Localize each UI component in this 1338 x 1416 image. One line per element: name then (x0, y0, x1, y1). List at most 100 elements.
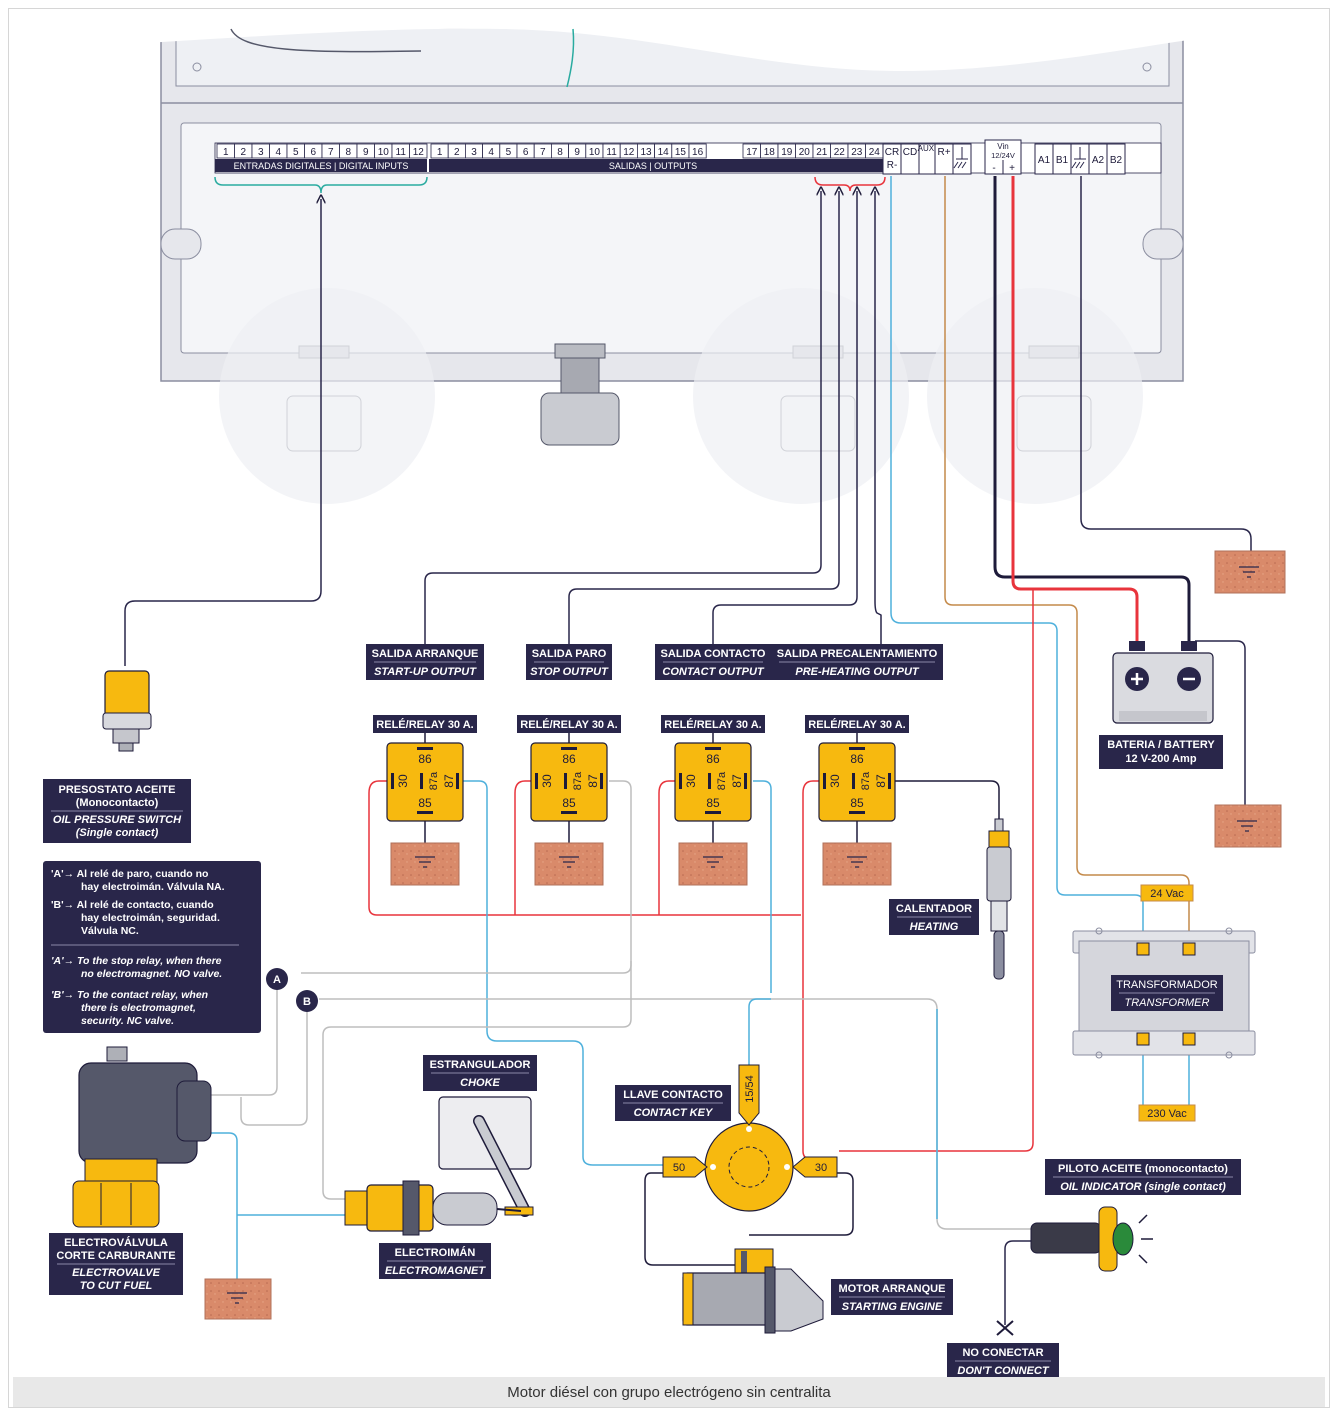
relay-output-subtitle: STOP OUTPUT (530, 666, 609, 678)
diagram-caption: Motor diésel con grupo electrógeno sin c… (507, 1383, 831, 1401)
relay-pin-85: 85 (706, 796, 720, 810)
terminal-a1: A1 (1038, 155, 1051, 166)
choke-label: ESTRANGULADOR CHOKE (423, 1055, 537, 1091)
no-connect-title: NO CONECTAR (962, 1347, 1043, 1359)
relay-pin-87a: 87a (716, 771, 728, 790)
starter-label: MOTOR ARRANQUE STARTING ENGINE (831, 1279, 953, 1315)
electrovalve-title-en-1: ELECTROVALVE (72, 1267, 160, 1279)
ground-icon (415, 856, 435, 868)
outputs-label: SALIDAS | OUTPUTS (609, 161, 697, 171)
notes-box: 'A'→ Al relé de paro, cuando no hay elec… (43, 861, 261, 1033)
terminal-vin-range: 12/24V (991, 151, 1015, 160)
relay-pin-30: 30 (540, 774, 554, 788)
relay-rating: RELÉ/RELAY 30 A. (376, 718, 473, 731)
wires (124, 176, 1252, 1325)
oil-switch-type-en: (Single contact) (76, 827, 159, 839)
oil-indicator-subtitle: OIL INDICATOR (single contact) (1060, 1181, 1226, 1193)
terminal-number: 10 (589, 147, 601, 158)
relay-output-title: SALIDA CONTACTO (661, 648, 766, 660)
note-b-en-3: security. NC valve. (81, 1015, 174, 1027)
terminal-b1: B1 (1056, 155, 1069, 166)
relay-pin-30: 30 (396, 774, 410, 788)
electrovalve-title-en-2: TO CUT FUEL (80, 1280, 153, 1292)
transformer-subtitle: TRANSFORMER (1125, 997, 1210, 1009)
relay-pin-87: 87 (586, 774, 600, 788)
terminal-number: 4 (488, 147, 494, 158)
note-b-es-3: Válvula NC. (81, 925, 139, 937)
ground-electrovalve (204, 1278, 272, 1320)
electrovalve (72, 1046, 212, 1228)
battery-title: BATERIA / BATTERY (1107, 739, 1215, 751)
terminal-number: 9 (363, 147, 369, 158)
relay-ground (534, 842, 604, 886)
relay-ground (678, 842, 748, 886)
key-pin-15-54: 15/54 (744, 1075, 756, 1103)
relay-3: SALIDA CONTACTO CONTACT OUTPUT RELÉ/RELAY … (655, 644, 771, 886)
relay-output-title: SALIDA PRECALENTAMIENTO (777, 648, 938, 660)
terminal-number: 7 (540, 147, 546, 158)
terminal-number: 13 (640, 147, 652, 158)
electrovalve-title-2: CORTE CARBURANTE (56, 1250, 175, 1262)
terminal-number: 14 (658, 147, 670, 158)
transformer-title: TRANSFORMADOR (1116, 979, 1218, 991)
relay-rating-label (373, 715, 477, 733)
starter-motor (682, 1248, 824, 1334)
note-a-es-2: hay electroimán. Válvula NA. (81, 881, 225, 893)
relay-output-subtitle: CONTACT OUTPUT (662, 666, 765, 678)
electromagnet-label: ELECTROIMÁN ELECTROMAGNET (379, 1243, 491, 1279)
no-connect: NO CONECTAR DON'T CONNECT (947, 1320, 1059, 1379)
relay-rating-label (517, 715, 621, 733)
terminal-number: 3 (258, 147, 264, 158)
terminal-number: 19 (781, 147, 793, 158)
battery-label: BATERIA / BATTERY 12 V-200 Amp (1099, 735, 1223, 769)
terminal-number: 12 (623, 147, 635, 158)
terminal-a2: A2 (1092, 155, 1105, 166)
terminal-number: 1 (223, 147, 229, 158)
terminal-number: 15 (675, 147, 687, 158)
key-pin-30: 30 (815, 1162, 827, 1174)
relay-rating: RELÉ/RELAY 30 A. (664, 718, 761, 731)
electrovalve-title-1: ELECTROVÁLVULA (64, 1236, 168, 1249)
terminal-number: 11 (606, 147, 617, 158)
transformer-output: 24 Vac (1150, 888, 1184, 900)
transformer-input: 230 Vac (1147, 1108, 1187, 1120)
terminal-vin: Vin (997, 142, 1008, 151)
contact-key-label: LLAVE CONTACTO CONTACT KEY (615, 1085, 731, 1121)
choke-title: ESTRANGULADOR (430, 1059, 531, 1071)
relay-pin-85: 85 (850, 796, 864, 810)
terminal-number: 1 (437, 147, 443, 158)
marker-a: A (266, 968, 288, 990)
terminal-box (688, 143, 707, 159)
ground-terminal-icon (1071, 147, 1086, 169)
oil-switch-title: PRESOSTATO ACEITE (59, 784, 176, 796)
contact-key: 15/54 50 30 (662, 1064, 838, 1212)
choke-subtitle: CHOKE (460, 1077, 500, 1089)
terminal-number: 6 (523, 147, 529, 158)
relay-pin-87a: 87a (860, 771, 872, 790)
note-b-es-1: 'B'→ Al relé de contacto, cuando (51, 899, 214, 911)
relay-pin-30: 30 (828, 774, 842, 788)
terminal-cr-minus: R- (887, 160, 898, 171)
digital-inputs-label: ENTRADAS DIGITALES | DIGITAL INPUTS (234, 161, 409, 171)
relay-pin-86: 86 (562, 752, 576, 766)
relay-pin-86: 86 (850, 752, 864, 766)
relay-pin-87: 87 (442, 774, 456, 788)
glow-plug-heater (986, 818, 1012, 980)
relay-output-subtitle: START-UP OUTPUT (374, 666, 477, 678)
starter-title: MOTOR ARRANQUE (839, 1283, 946, 1295)
terminal-number: 6 (310, 147, 316, 158)
oil-pressure-switch (102, 670, 152, 752)
terminal-number: 22 (834, 147, 846, 158)
relay-rating-label (805, 715, 909, 733)
oil-indicator (1030, 1206, 1153, 1272)
digital-inputs-brace (214, 176, 428, 194)
contact-key-title: LLAVE CONTACTO (623, 1089, 723, 1101)
ground-icon (847, 856, 867, 868)
relay-pin-87a: 87a (428, 771, 440, 790)
terminal-number: 5 (293, 147, 299, 158)
